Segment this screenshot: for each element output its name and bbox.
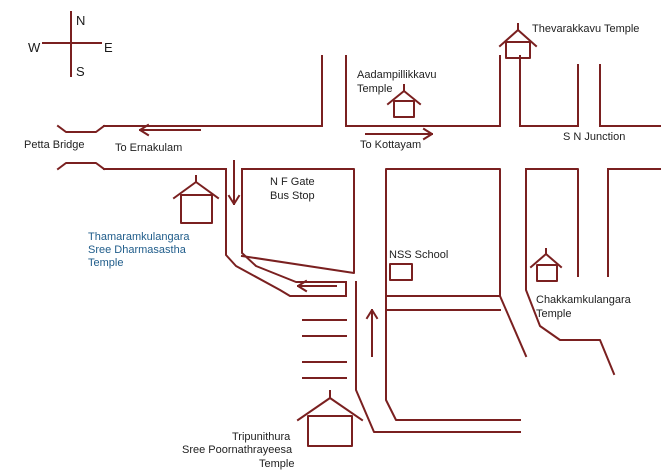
central-road <box>355 281 528 433</box>
compass-north-label: N <box>76 13 86 28</box>
thevarakkavu-label: Thevarakkavu Temple <box>532 23 640 35</box>
left-road <box>225 168 347 297</box>
right-roads <box>525 168 661 376</box>
tripunithura-label-line2: Sree Poornathrayeesa <box>182 444 293 456</box>
arrow-to-ernakulam <box>139 123 201 137</box>
nf-gate-label-line1: N F Gate <box>270 176 315 188</box>
petta-bridge-shape <box>56 124 106 171</box>
chakkam-temple-icon <box>529 248 563 282</box>
nss-school-icon <box>389 263 413 281</box>
compass-east-label: E <box>104 40 113 55</box>
arrow-west-center <box>297 279 337 293</box>
chakkam-label-line1: Chakkamkulangara <box>536 294 631 306</box>
compass-rose <box>42 11 102 77</box>
tripunithura-temple-icon <box>296 390 364 447</box>
thamaram-label-line2: Sree Dharmasastha <box>88 244 186 256</box>
thamaram-temple-icon <box>172 175 220 224</box>
tripunithura-label-line3: Temple <box>259 458 295 470</box>
arrow-south-left <box>227 160 241 205</box>
thevarakkavu-temple-icon <box>498 23 538 59</box>
sn-junction-label: S N Junction <box>563 131 626 143</box>
arrow-north-center <box>365 309 379 357</box>
to-kottayam-label: To Kottayam <box>360 139 422 151</box>
nf-gate-block <box>240 168 355 274</box>
arrow-to-kottayam <box>365 127 433 141</box>
side-streets <box>302 319 347 379</box>
to-ernakulam-label: To Ernakulam <box>115 142 183 154</box>
nss-school-block <box>385 168 501 297</box>
main-road <box>103 55 661 170</box>
chakkam-label-line2: Temple <box>536 308 572 320</box>
aadampillikkavu-temple-icon <box>386 84 422 118</box>
nss-school-label: NSS School <box>389 249 449 261</box>
aadampillikkavu-label-line2: Temple <box>357 83 393 95</box>
compass-south-label: S <box>76 64 85 79</box>
thamaram-label-line1: Thamaramkulangara <box>88 231 190 243</box>
thamaram-label-line3: Temple <box>88 257 124 269</box>
tripunithura-label-line1: Tripunithura <box>232 431 291 443</box>
nf-gate-label-line2: Bus Stop <box>270 190 315 202</box>
petta-bridge-label: Petta Bridge <box>24 139 85 151</box>
aadampillikkavu-label-line1: Aadampillikkavu <box>357 69 437 81</box>
compass-west-label: W <box>28 40 41 55</box>
